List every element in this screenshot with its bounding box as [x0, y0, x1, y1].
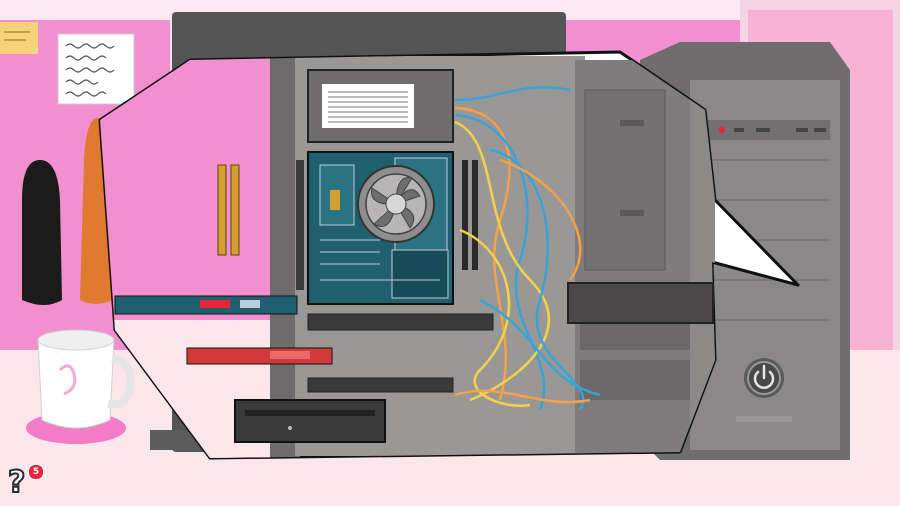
- cpu-fan[interactable]: [357, 165, 435, 243]
- mug: [37, 339, 115, 429]
- hint-count-badge: 5: [28, 464, 44, 480]
- psu-vent: [322, 84, 414, 128]
- ram-stick-1[interactable]: [217, 164, 227, 256]
- dark-figurine: [22, 160, 62, 305]
- power-icon[interactable]: [753, 364, 775, 389]
- hint-button[interactable]: ? 5: [6, 464, 44, 502]
- red-expansion-card[interactable]: [186, 347, 333, 365]
- expansion-slot-1[interactable]: [307, 313, 494, 331]
- question-mark-icon: ?: [7, 465, 26, 501]
- cable-bundle[interactable]: [454, 86, 601, 411]
- power-led: [719, 127, 725, 133]
- zoom-bubble: [98, 50, 800, 460]
- ram-stick-2[interactable]: [230, 164, 240, 256]
- empty-drive-bay[interactable]: [567, 282, 714, 324]
- expansion-slot-2[interactable]: [307, 377, 454, 393]
- sticky-note: [0, 22, 38, 54]
- hard-drive[interactable]: [234, 399, 386, 443]
